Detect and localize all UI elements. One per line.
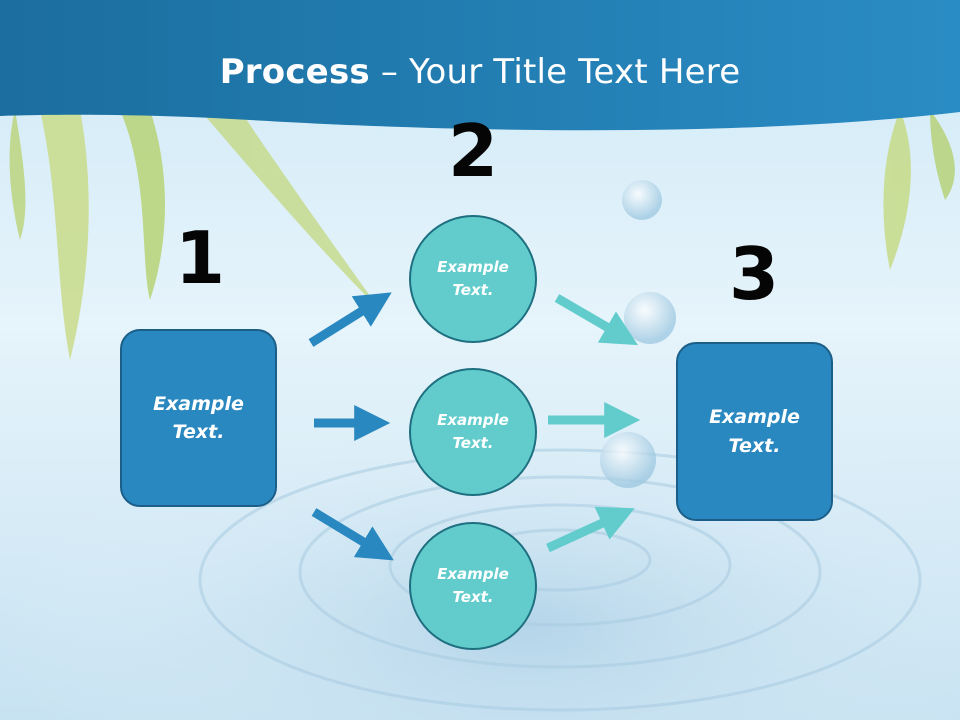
circle-top-label-2: Text. xyxy=(452,281,494,299)
title-bold: Process xyxy=(219,52,370,92)
circle-middle-label-1: Example xyxy=(437,410,509,429)
circle-bottom-label-1: Example xyxy=(437,564,509,583)
start-box-label-1: Example xyxy=(153,392,244,415)
step-number-1: 1 xyxy=(174,216,226,300)
end-box: Example Text. xyxy=(676,342,833,521)
circle-top: Example Text. xyxy=(409,215,537,343)
circle-middle-label-2: Text. xyxy=(452,434,494,452)
step-number-3: 3 xyxy=(728,232,780,316)
start-box: Example Text. xyxy=(120,329,277,507)
circle-middle: Example Text. xyxy=(409,368,537,496)
circle-top-label-1: Example xyxy=(437,257,509,276)
end-box-label-2: Text. xyxy=(728,434,781,457)
circle-bottom-label-2: Text. xyxy=(452,588,494,606)
arrow-start-to-top xyxy=(308,292,392,347)
arrow-start-to-bottom xyxy=(311,508,394,561)
end-box-label-1: Example xyxy=(709,406,800,428)
slide-title: Process – Your Title Text Here xyxy=(0,52,960,92)
circle-bottom: Example Text. xyxy=(409,522,537,650)
start-box-label-2: Text. xyxy=(172,421,225,443)
step-number-2: 2 xyxy=(447,109,499,193)
arrow-top-to-end xyxy=(554,294,639,346)
arrow-bottom-to-end xyxy=(546,506,635,553)
header-banner xyxy=(0,0,960,131)
leaves xyxy=(9,110,955,360)
title-rest: – Your Title Text Here xyxy=(369,52,741,92)
